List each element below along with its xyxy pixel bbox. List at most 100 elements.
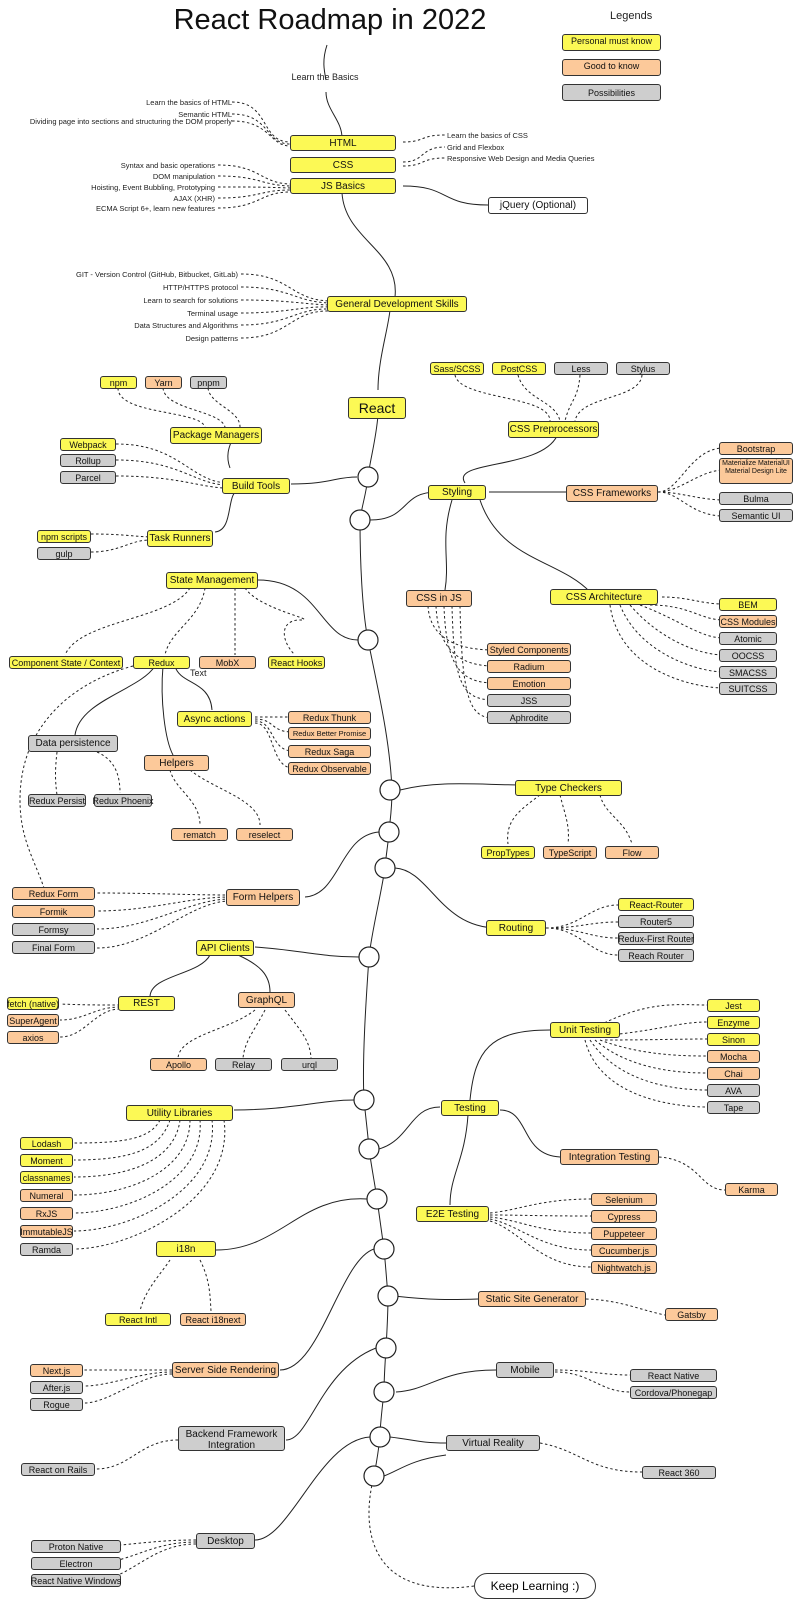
node-proptypes[interactable]: PropTypes: [481, 846, 535, 859]
node-i18n[interactable]: i18n: [156, 1241, 216, 1257]
node-less[interactable]: Less: [554, 362, 608, 375]
node-css[interactable]: CSS: [290, 157, 396, 173]
node-bem[interactable]: BEM: [719, 598, 777, 611]
node-apollo[interactable]: Apollo: [150, 1058, 207, 1071]
node-css-architecture[interactable]: CSS Architecture: [550, 589, 658, 605]
node-ava[interactable]: AVA: [707, 1084, 760, 1097]
node-async-actions[interactable]: Async actions: [177, 711, 252, 727]
node-classnames[interactable]: classnames: [20, 1171, 73, 1184]
node-formik[interactable]: Formik: [12, 905, 95, 918]
node-tape[interactable]: Tape: [707, 1101, 760, 1114]
node-form-helpers[interactable]: Form Helpers: [226, 889, 300, 906]
node-flow[interactable]: Flow: [605, 846, 659, 859]
node-keep-learning[interactable]: Keep Learning :): [474, 1573, 596, 1599]
node-reach-router[interactable]: Reach Router: [618, 949, 694, 962]
node-rollup[interactable]: Rollup: [60, 454, 116, 467]
node-nextjs[interactable]: Next.js: [30, 1364, 83, 1377]
node-atomic[interactable]: Atomic: [719, 632, 777, 645]
node-npm[interactable]: npm: [100, 376, 137, 389]
node-general-development-skills[interactable]: General Development Skills: [327, 296, 467, 312]
node-react-intl[interactable]: React Intl: [105, 1313, 171, 1326]
node-js-basics[interactable]: JS Basics: [290, 178, 396, 194]
node-redux-observable[interactable]: Redux Observable: [288, 762, 371, 775]
node-react-router[interactable]: React-Router: [618, 898, 694, 911]
node-redux-thunk[interactable]: Redux Thunk: [288, 711, 371, 724]
node-desktop[interactable]: Desktop: [196, 1533, 255, 1549]
node-mobx[interactable]: MobX: [199, 656, 256, 669]
node-mobile[interactable]: Mobile: [496, 1362, 554, 1378]
node-nightwatch[interactable]: Nightwatch.js: [591, 1261, 657, 1274]
node-proton-native[interactable]: Proton Native: [31, 1540, 121, 1553]
node-router5[interactable]: Router5: [618, 915, 694, 928]
node-redux-saga[interactable]: Redux Saga: [288, 745, 371, 758]
node-redux-persist[interactable]: Redux Persist: [28, 794, 86, 807]
node-redux[interactable]: Redux: [133, 656, 190, 669]
node-electron[interactable]: Electron: [31, 1557, 121, 1570]
node-api-clients[interactable]: API Clients: [196, 940, 254, 956]
node-task-runners[interactable]: Task Runners: [147, 530, 213, 547]
node-react-hooks[interactable]: React Hooks: [268, 656, 325, 669]
node-immutablejs[interactable]: ImmutableJS: [20, 1225, 73, 1238]
node-utility-libraries[interactable]: Utility Libraries: [126, 1105, 233, 1121]
node-css-in-js[interactable]: CSS in JS: [406, 590, 472, 607]
node-pnpm[interactable]: pnpm: [190, 376, 227, 389]
node-integration-testing[interactable]: Integration Testing: [560, 1149, 659, 1165]
node-lodash[interactable]: Lodash: [20, 1137, 73, 1150]
node-react-native[interactable]: React Native: [630, 1369, 717, 1382]
node-component-state[interactable]: Component State / Context: [9, 656, 123, 669]
node-karma[interactable]: Karma: [725, 1183, 778, 1196]
node-redux-form[interactable]: Redux Form: [12, 887, 95, 900]
node-jss[interactable]: JSS: [487, 694, 571, 707]
node-gatsby[interactable]: Gatsby: [665, 1308, 718, 1321]
node-static-site-generator[interactable]: Static Site Generator: [478, 1291, 586, 1307]
node-data-persistence[interactable]: Data persistence: [28, 735, 118, 752]
node-numeral[interactable]: Numeral: [20, 1189, 73, 1202]
node-redux-phoenix[interactable]: Redux Phoenix: [92, 794, 154, 807]
node-css-frameworks[interactable]: CSS Frameworks: [566, 485, 658, 502]
node-moment[interactable]: Moment: [20, 1154, 73, 1167]
node-mocha[interactable]: Mocha: [707, 1050, 760, 1063]
node-react-i18next[interactable]: React i18next: [180, 1313, 246, 1326]
node-final-form[interactable]: Final Form: [12, 941, 95, 954]
node-superagent[interactable]: SuperAgent: [7, 1014, 59, 1027]
node-bootstrap[interactable]: Bootstrap: [719, 442, 793, 455]
node-webpack[interactable]: Webpack: [60, 438, 116, 451]
node-type-checkers[interactable]: Type Checkers: [515, 780, 622, 796]
node-selenium[interactable]: Selenium: [591, 1193, 657, 1206]
node-e2e-testing[interactable]: E2E Testing: [416, 1206, 489, 1222]
node-unit-testing[interactable]: Unit Testing: [550, 1022, 620, 1038]
node-reselect[interactable]: reselect: [236, 828, 293, 841]
node-axios[interactable]: axios: [7, 1031, 59, 1044]
node-graphql[interactable]: GraphQL: [238, 992, 295, 1008]
node-backend-framework-integration[interactable]: Backend Framework Integration: [178, 1426, 285, 1451]
node-rxjs[interactable]: RxJS: [20, 1207, 73, 1220]
node-afterjs[interactable]: After.js: [30, 1381, 83, 1394]
node-parcel[interactable]: Parcel: [60, 471, 116, 484]
node-smacss[interactable]: SMACSS: [719, 666, 777, 679]
node-testing[interactable]: Testing: [441, 1100, 499, 1116]
node-gulp[interactable]: gulp: [37, 547, 91, 560]
node-css-preprocessors[interactable]: CSS Preprocessors: [508, 421, 599, 438]
node-redux-better-promise[interactable]: Redux Better Promise: [288, 727, 371, 740]
node-materialize[interactable]: Materialize MaterialUI Material Design L…: [719, 458, 793, 484]
node-react-360[interactable]: React 360: [642, 1466, 716, 1479]
node-html[interactable]: HTML: [290, 135, 396, 151]
node-sinon[interactable]: Sinon: [707, 1033, 760, 1046]
node-routing[interactable]: Routing: [486, 920, 546, 936]
node-sass[interactable]: Sass/SCSS: [430, 362, 484, 375]
node-react[interactable]: React: [348, 397, 406, 419]
node-helpers[interactable]: Helpers: [144, 755, 209, 771]
node-radium[interactable]: Radium: [487, 660, 571, 673]
node-jquery[interactable]: jQuery (Optional): [488, 197, 588, 214]
node-css-modules[interactable]: CSS Modules: [719, 615, 777, 628]
node-state-management[interactable]: State Management: [166, 572, 258, 589]
node-puppeteer[interactable]: Puppeteer: [591, 1227, 657, 1240]
node-oocss[interactable]: OOCSS: [719, 649, 777, 662]
node-chai[interactable]: Chai: [707, 1067, 760, 1080]
node-cucumber[interactable]: Cucumber.js: [591, 1244, 657, 1257]
node-ramda[interactable]: Ramda: [20, 1243, 73, 1256]
node-cypress[interactable]: Cypress: [591, 1210, 657, 1223]
node-postcss[interactable]: PostCSS: [492, 362, 546, 375]
node-rogue[interactable]: Rogue: [30, 1398, 83, 1411]
node-fetch[interactable]: fetch (native): [6, 997, 60, 1010]
